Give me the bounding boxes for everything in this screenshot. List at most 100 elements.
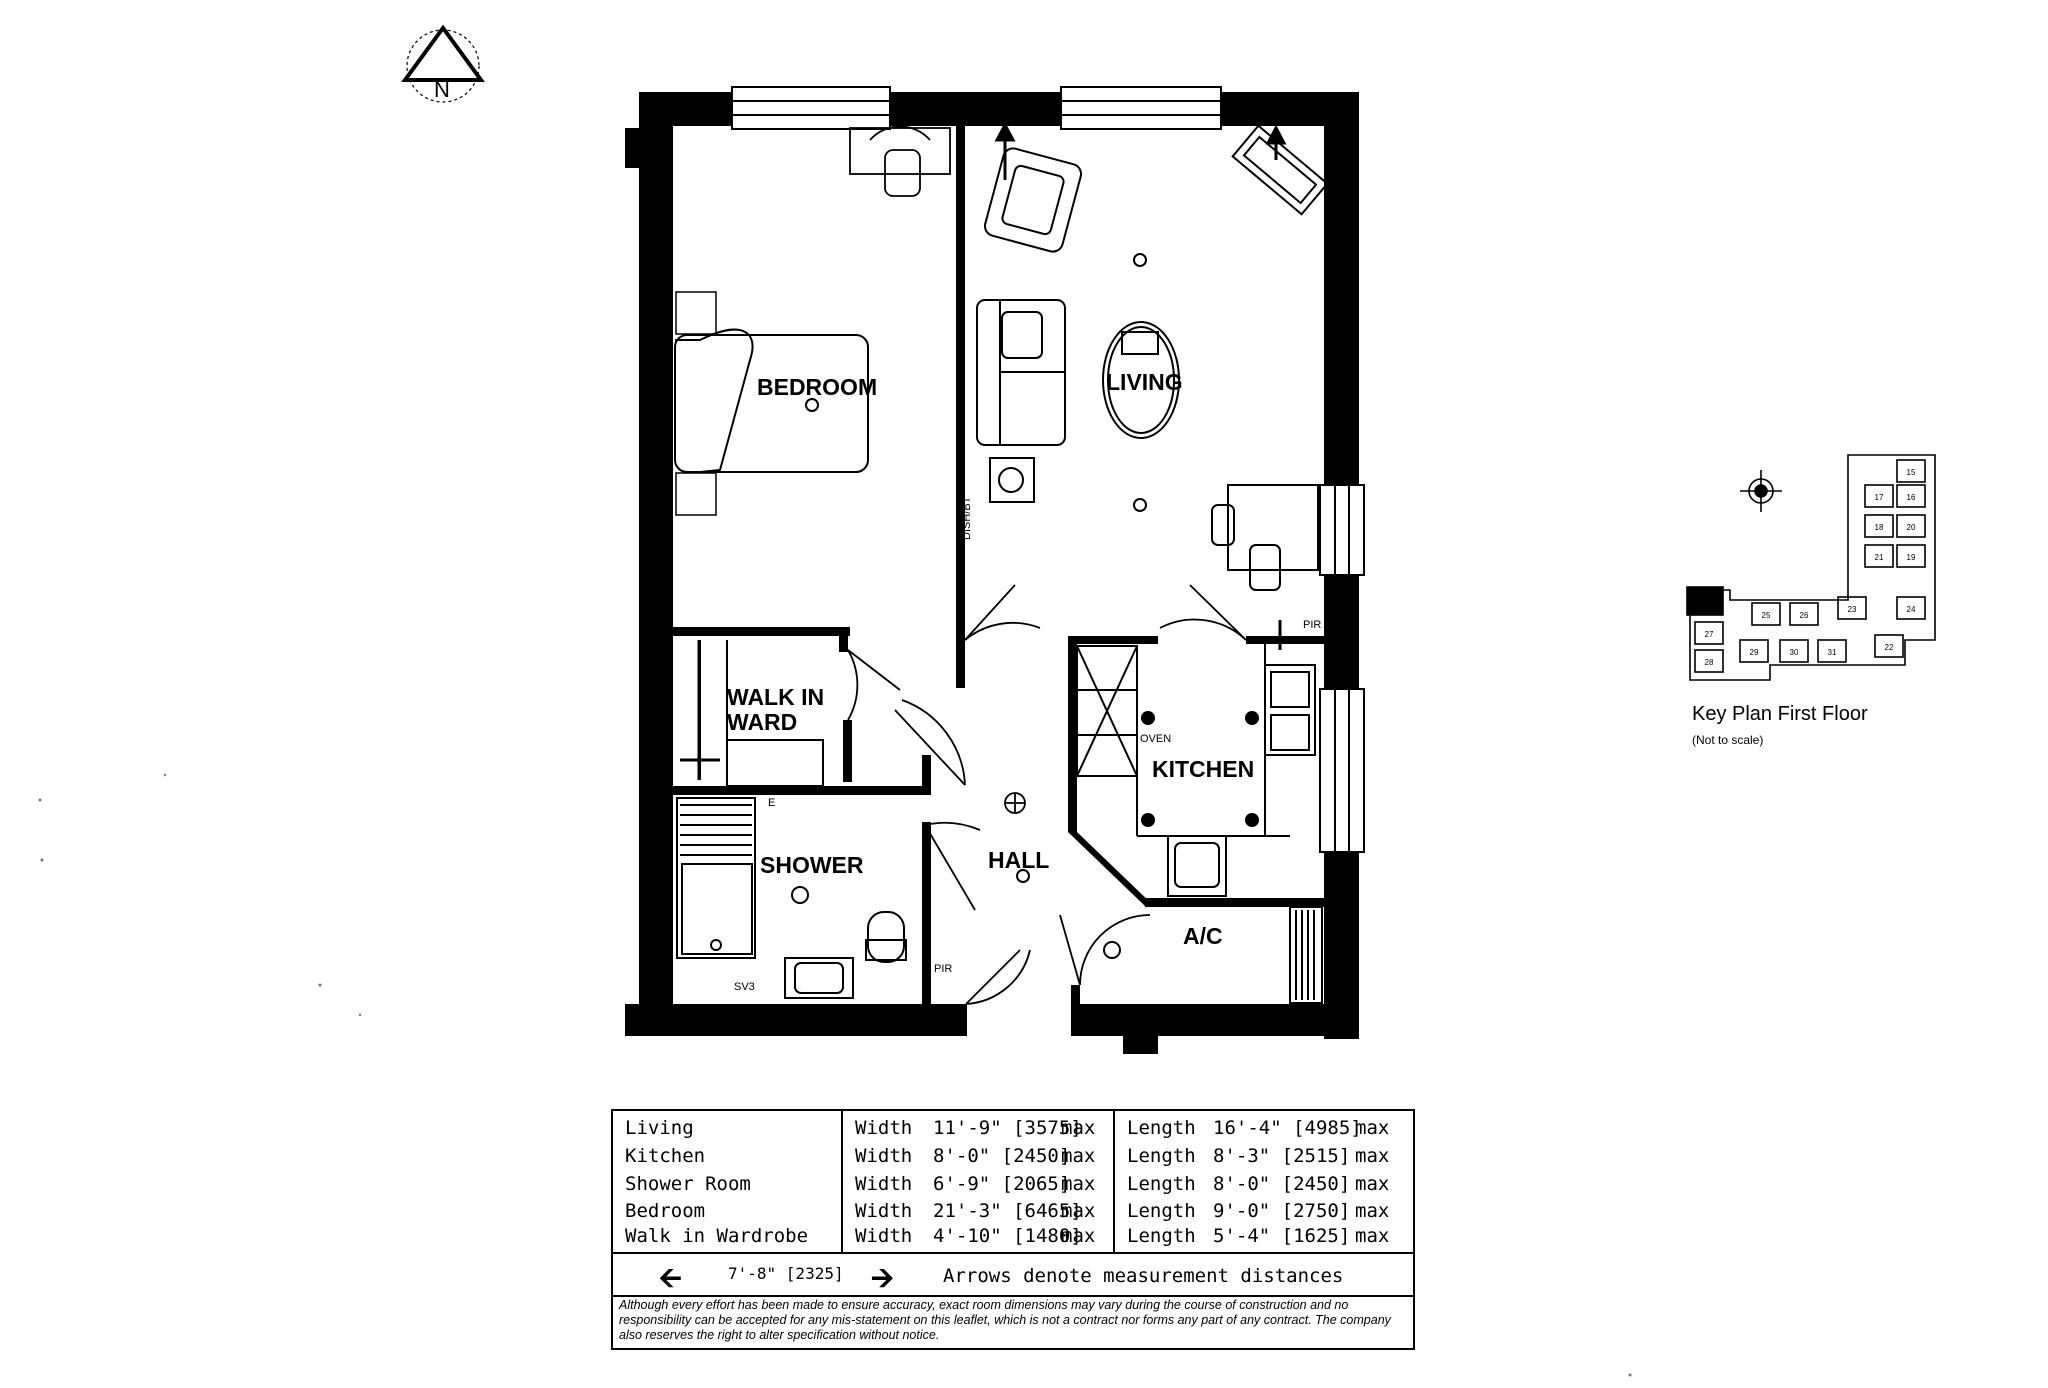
dimensions-table: Living Width 11'-9" [3575] max Length 16… [611,1109,1415,1350]
room-name: Walk in Wardrobe [625,1225,809,1247]
key-plan-unit-number: 15 [1907,468,1916,477]
key-plan-unit-number: 21 [1875,553,1884,562]
key-plan-title: Key Plan First Floor [1692,703,1868,725]
key-plan-unit-number: 18 [1875,523,1884,532]
hob-ring-icon [1245,813,1259,827]
length-value: 8'-3" [2515] [1213,1145,1351,1167]
bedside-lamp-icon [675,291,717,516]
coffee-table-icon [1102,321,1180,439]
room-name: Shower Room [625,1173,751,1195]
key-plan-unit-number: 25 [1762,611,1771,620]
kitchen-units-icon [1076,644,1316,897]
shower-light-icon [791,886,809,904]
basin-icon [784,957,854,999]
window-kitchen [1319,688,1365,853]
ceiling-light-icon [1016,869,1030,883]
key-plan-unit-number: 28 [1705,658,1714,667]
length-value: 5'-4" [1625] [1213,1225,1351,1247]
room-label-hall: HALL [988,847,1049,873]
table-row: Living Width 11'-9" [3575] max Length 16… [613,1117,1413,1145]
window-living [1060,86,1222,130]
table-divider [613,1295,1413,1297]
length-value: 8'-0" [2450] [1213,1173,1351,1195]
width-max: max [1061,1173,1096,1195]
north-compass-icon: N [401,24,485,103]
width-value: 6'-9" [2065] [933,1173,1071,1195]
hob-ring-icon [1141,711,1155,725]
table-row: Bedroom Width 21'-3" [6465] max Length 9… [613,1200,1413,1228]
width-label: Width [855,1225,913,1247]
length-max: max [1355,1173,1390,1195]
key-plan-unit-number: 16 [1907,493,1916,502]
measurement-legend: 🡨 7'-8" [2325] 🡪 Arrows denote measureme… [613,1255,1413,1295]
desk-chair-icon [849,125,951,197]
length-max: max [1355,1145,1390,1167]
sofa-icon [976,299,1066,446]
key-plan-note: (Not to scale) [1692,733,1764,747]
hall-smoke-detector-icon [1004,792,1026,814]
length-max: max [1355,1225,1390,1247]
length-label: Length [1127,1173,1196,1195]
arrow-measure: 7'-8" [2325] [728,1264,844,1283]
disclaimer: Although every effort has been made to e… [619,1298,1391,1342]
ac-cupboard-icon [1103,906,1323,1004]
tv-unit-icon [1231,124,1329,216]
width-label: Width [855,1200,913,1222]
window-living-east [1319,484,1365,576]
door-swings [847,584,1247,1005]
room-label-walk-in-ward-2: WARD [727,709,797,735]
key-plan-unit-number: 30 [1790,648,1799,657]
length-value: 16'-4" [4985] [1213,1117,1362,1139]
sv-label: SV3 [734,981,755,993]
table-row: Walk in Wardrobe Width 4'-10" [1480] max… [613,1225,1413,1253]
hob-ring-icon [1245,711,1259,725]
wc-icon [865,911,907,963]
ceiling-light-icon [1133,253,1147,267]
table-divider [613,1252,1413,1254]
width-value: 4'-10" [1480] [933,1225,1082,1247]
shower-tray-icon [676,797,756,959]
width-max: max [1061,1225,1096,1247]
dishwasher-label: DISH/BT [961,496,973,540]
key-plan-unit-number: 24 [1907,605,1916,614]
window-bedroom [731,86,891,130]
compass-label: N [434,77,450,102]
ceiling-light-icon [1133,498,1147,512]
width-label: Width [855,1117,913,1139]
width-max: max [1061,1145,1096,1167]
length-value: 9'-0" [2750] [1213,1200,1351,1222]
recliner-icon [1211,484,1319,591]
key-plan-unit-number: 23 [1848,605,1857,614]
interior-walls [673,125,1324,1012]
room-name: Living [625,1117,694,1139]
width-max: max [1061,1200,1096,1222]
arrow-left-icon: 🡨 [659,1261,682,1294]
arrow-right-icon: 🡪 [871,1261,894,1294]
ceiling-light-icon [805,398,819,412]
room-label-ac: A/C [1183,923,1223,949]
width-label: Width [855,1145,913,1167]
length-label: Length [1127,1200,1196,1222]
width-max: max [1061,1117,1096,1139]
length-label: Length [1127,1145,1196,1167]
room-label-walk-in-ward-1: WALK IN [727,684,824,710]
eo-label: E [768,797,775,809]
oven-label: OVEN [1140,733,1171,745]
length-max: max [1355,1117,1390,1139]
room-label-living: LIVING [1106,369,1183,395]
arrow-note: Arrows denote measurement distances [943,1265,1344,1287]
armchair-icon [983,147,1083,253]
room-label-bedroom: BEDROOM [757,374,877,400]
key-plan-unit-number: 19 [1907,553,1916,562]
room-name: Bedroom [625,1200,706,1222]
length-label: Length [1127,1117,1196,1139]
width-value: 21'-3" [6465] [933,1200,1082,1222]
key-plan-unit-number: 29 [1750,648,1759,657]
length-max: max [1355,1200,1390,1222]
length-label: Length [1127,1225,1196,1247]
side-table-icon [989,457,1035,503]
key-plan-unit-number: 20 [1907,523,1916,532]
width-value: 8'-0" [2450] [933,1145,1071,1167]
room-label-shower: SHOWER [760,852,864,878]
